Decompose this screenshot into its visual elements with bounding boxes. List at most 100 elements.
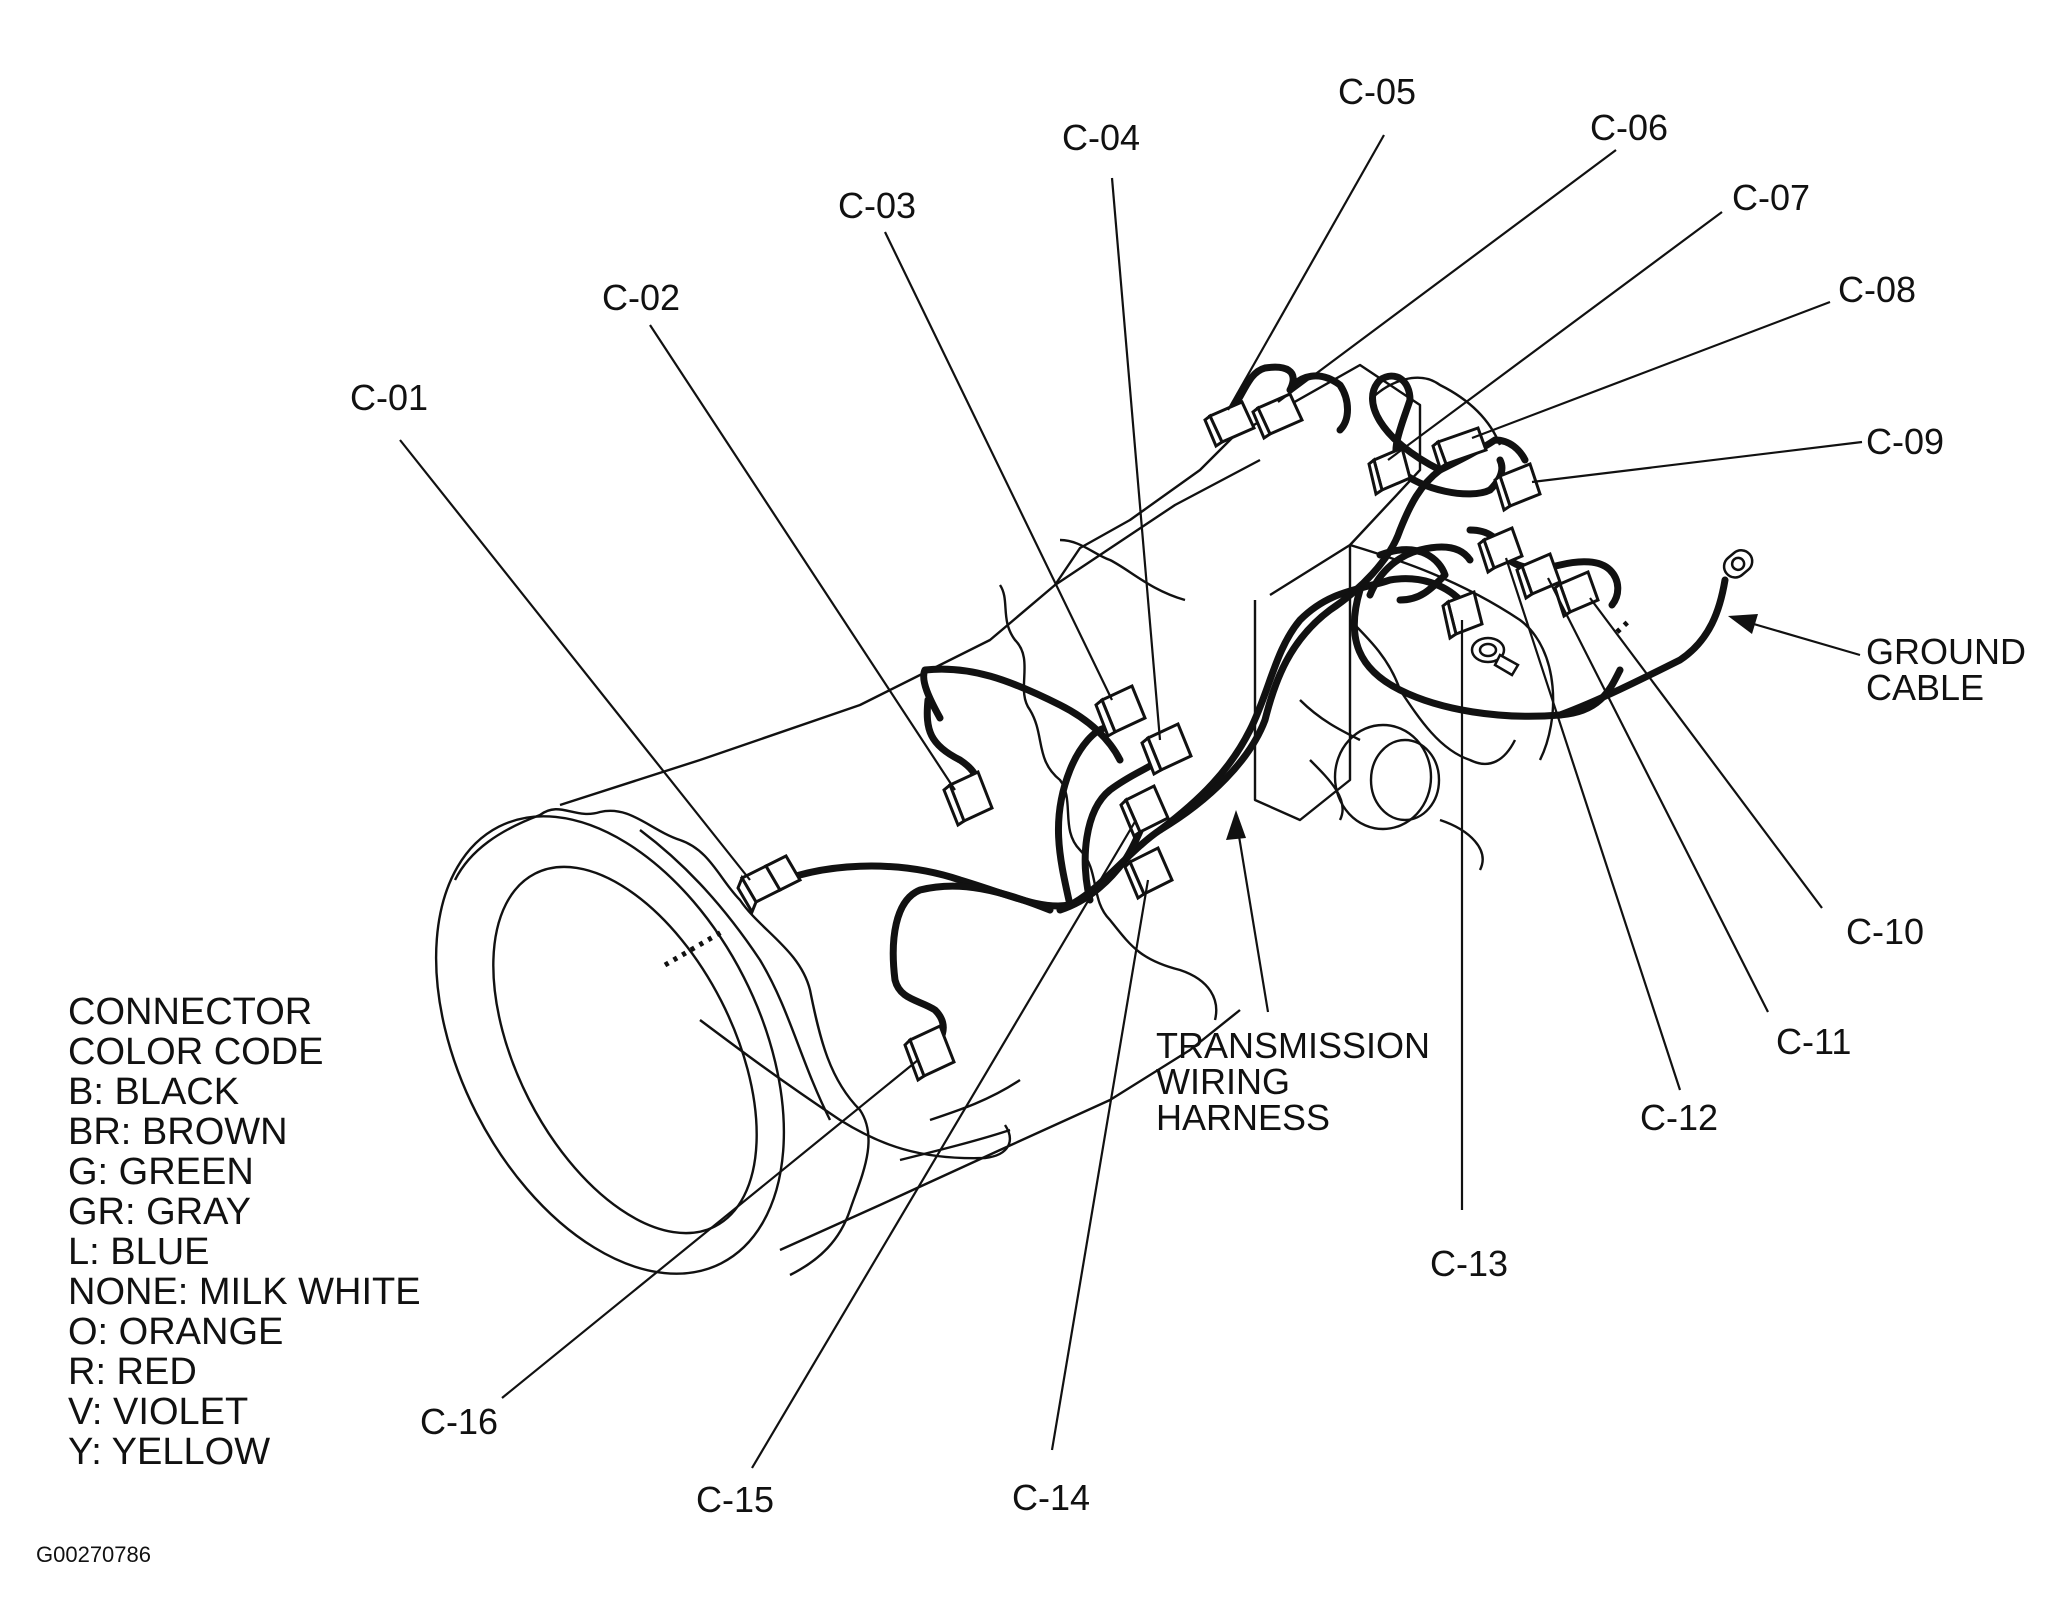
extension-housing-2 (1253, 543, 1352, 822)
connector-c13[interactable] (1441, 589, 1484, 641)
connectors (736, 392, 1600, 1083)
legend-line: R: RED (68, 1351, 197, 1393)
legend-line: GR: GRAY (68, 1191, 251, 1233)
label-c02: C-02 (602, 277, 680, 318)
image-code: G00270786 (36, 1542, 151, 1567)
connector-c06[interactable] (1251, 392, 1305, 441)
lower-case-ribs (1299, 699, 1484, 871)
label-c14: C-14 (1012, 1477, 1090, 1518)
case-side-contour-2 (1059, 538, 1186, 602)
leader-c04 (1110, 177, 1162, 741)
connector-c11[interactable] (1515, 551, 1562, 601)
label-c03: C-03 (838, 185, 916, 226)
leader-c10 (1589, 597, 1823, 909)
harness-callout: TRANSMISSION WIRING HARNESS (1156, 1025, 1430, 1138)
leader-c14 (1050, 879, 1150, 1451)
center-line (663, 927, 727, 968)
leader-harness (1234, 817, 1270, 1013)
legend-line: B: BLACK (68, 1071, 239, 1113)
ground-stud (1470, 636, 1520, 677)
leader-c11 (1547, 577, 1769, 1013)
legend-line: BR: BROWN (68, 1111, 288, 1153)
label-c08: C-08 (1838, 269, 1916, 310)
label-c16: C-16 (420, 1401, 498, 1442)
ground-cable (1556, 576, 1729, 719)
leader-c08 (1471, 300, 1831, 440)
leader-c07 (1387, 211, 1723, 461)
legend-line: G: GREEN (68, 1151, 254, 1193)
bell-housing-rib-2 (699, 1019, 1011, 1160)
harness-c04-branch (1081, 756, 1164, 904)
legend-line: NONE: MILK WHITE (68, 1271, 421, 1313)
label-c13: C-13 (1430, 1243, 1508, 1284)
transmission-body (434, 363, 1632, 1277)
label-c12: C-12 (1640, 1097, 1718, 1138)
legend-line: V: VIOLET (68, 1391, 248, 1433)
extension-housing (1244, 363, 1422, 546)
wiring-harness (756, 363, 1754, 1044)
leader-c09 (1531, 440, 1863, 484)
connector-c10[interactable] (1553, 569, 1600, 619)
harness-c02 (920, 665, 1124, 764)
ground-cable-line-2: CABLE (1866, 667, 1984, 708)
harness-c16 (889, 882, 1054, 1044)
harness-to-c05 (1231, 363, 1351, 434)
pan-lines (899, 1079, 1021, 1162)
leader-c03 (884, 231, 1113, 701)
connector-c05[interactable] (1203, 400, 1257, 449)
connector-c03[interactable] (1094, 683, 1147, 739)
leader-c06 (1277, 149, 1617, 403)
leader-c12 (1504, 557, 1682, 1091)
case-top-edge (559, 458, 1261, 807)
connector-c02[interactable] (942, 769, 994, 828)
harness-upper (1156, 466, 1444, 834)
case-top-edge-2 (1054, 429, 1241, 586)
harness-line-3: HARNESS (1156, 1097, 1330, 1138)
case-bottom-edge (779, 1009, 1241, 1252)
connector-c01[interactable] (736, 854, 803, 916)
connector-c09[interactable] (1493, 462, 1542, 513)
legend-line: CONNECTOR (68, 991, 312, 1033)
connector-c07[interactable] (1367, 445, 1412, 497)
label-c04: C-04 (1062, 117, 1140, 158)
ground-cable-callout: GROUND CABLE (1866, 631, 2026, 708)
harness-ring (1376, 546, 1449, 604)
case-side-contour (998, 584, 1218, 1021)
connector-c14[interactable] (1123, 845, 1174, 901)
leader-ground (1739, 618, 1861, 657)
legend-line: COLOR CODE (68, 1031, 323, 1073)
label-c11: C-11 (1776, 1021, 1851, 1062)
output-flange-inner (1369, 738, 1441, 822)
label-c07: C-07 (1732, 177, 1810, 218)
connector-c12[interactable] (1477, 525, 1524, 575)
leader-c05 (1227, 134, 1385, 411)
legend-line: O: ORANGE (68, 1311, 283, 1353)
center-line-rear (1615, 618, 1632, 634)
label-c05: C-05 (1338, 71, 1416, 112)
leader-c15 (751, 819, 1137, 1469)
leader-c01 (399, 439, 751, 881)
legend-line: L: BLUE (68, 1231, 210, 1273)
bell-housing-rib (639, 829, 832, 1121)
harness-loop-c07 (1369, 372, 1506, 498)
leader-c16 (501, 1059, 919, 1399)
rear-case-top (1369, 376, 1502, 446)
label-c15: C-15 (696, 1479, 774, 1520)
label-c10: C-10 (1846, 911, 1924, 952)
leader-harness-arrow (1226, 810, 1246, 840)
leader-lines (399, 134, 1863, 1469)
leader-c02 (649, 324, 956, 791)
harness-line-1: TRANSMISSION (1156, 1025, 1430, 1066)
bell-housing-outer (434, 815, 786, 1275)
leader-ground-arrow (1728, 614, 1758, 634)
harness-line-2: WIRING (1156, 1061, 1290, 1102)
rear-case-shape (1349, 619, 1517, 766)
label-c06: C-06 (1590, 107, 1668, 148)
connector-labels: C-01 C-02 C-03 C-04 C-05 C-06 C-07 C-08 … (350, 71, 1944, 1520)
label-c01: C-01 (350, 377, 428, 418)
connector-c16[interactable] (903, 1023, 956, 1083)
label-c09: C-09 (1866, 421, 1944, 462)
legend-line: Y: YELLOW (68, 1431, 270, 1473)
color-code-legend: CONNECTOR COLOR CODE B: BLACK BR: BROWN … (68, 991, 421, 1473)
